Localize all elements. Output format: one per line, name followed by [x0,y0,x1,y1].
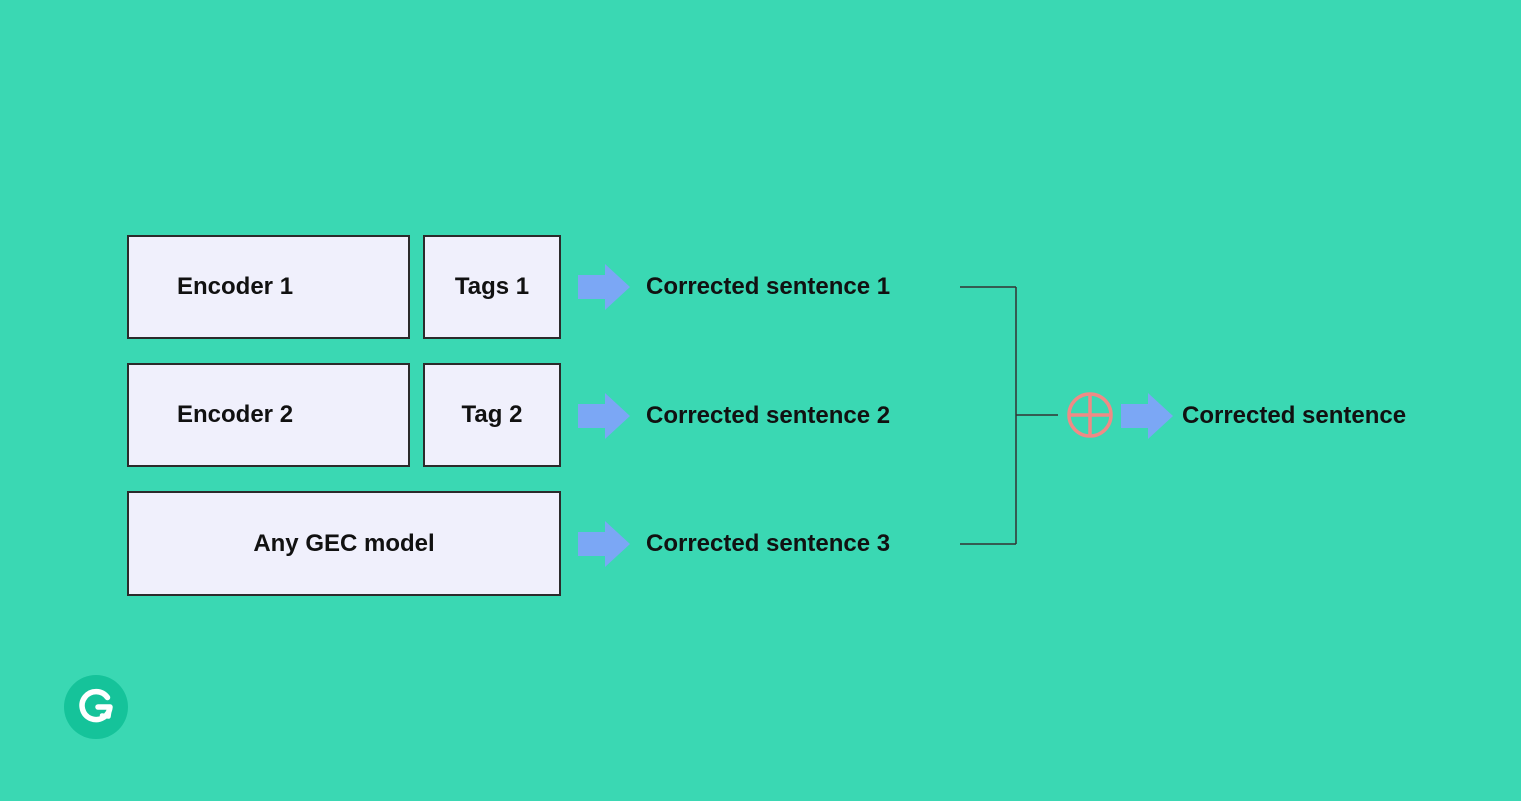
corrected-sentence-2-label: Corrected sentence 2 [646,402,891,429]
right-arrow-icon [1121,393,1173,439]
encoder-2-label: Encoder 2 [177,401,294,428]
right-arrow-icon [578,521,630,567]
any-gec-model-label: Any GEC model [253,529,435,557]
tag-2-box: Tag 2 [423,363,561,467]
encoder-1-label: Encoder 1 [177,273,294,300]
corrected-sentence-final-label: Corrected sentence [1182,402,1407,429]
encoder-2-box: Encoder 2 [127,363,410,467]
corrected-sentence-3-label: Corrected sentence 3 [646,530,891,557]
grammarly-logo [64,675,128,739]
tags-1-box: Tags 1 [423,235,561,339]
any-gec-model-box: Any GEC model [127,491,561,596]
tag-2-label: Tag 2 [461,401,523,428]
circle-plus-icon [1067,392,1113,438]
corrected-sentence-1-label: Corrected sentence 1 [646,273,891,300]
encoder-1-box: Encoder 1 [127,235,410,339]
tags-1-label: Tags 1 [454,273,530,300]
right-arrow-icon [578,264,630,310]
right-arrow-icon [578,393,630,439]
